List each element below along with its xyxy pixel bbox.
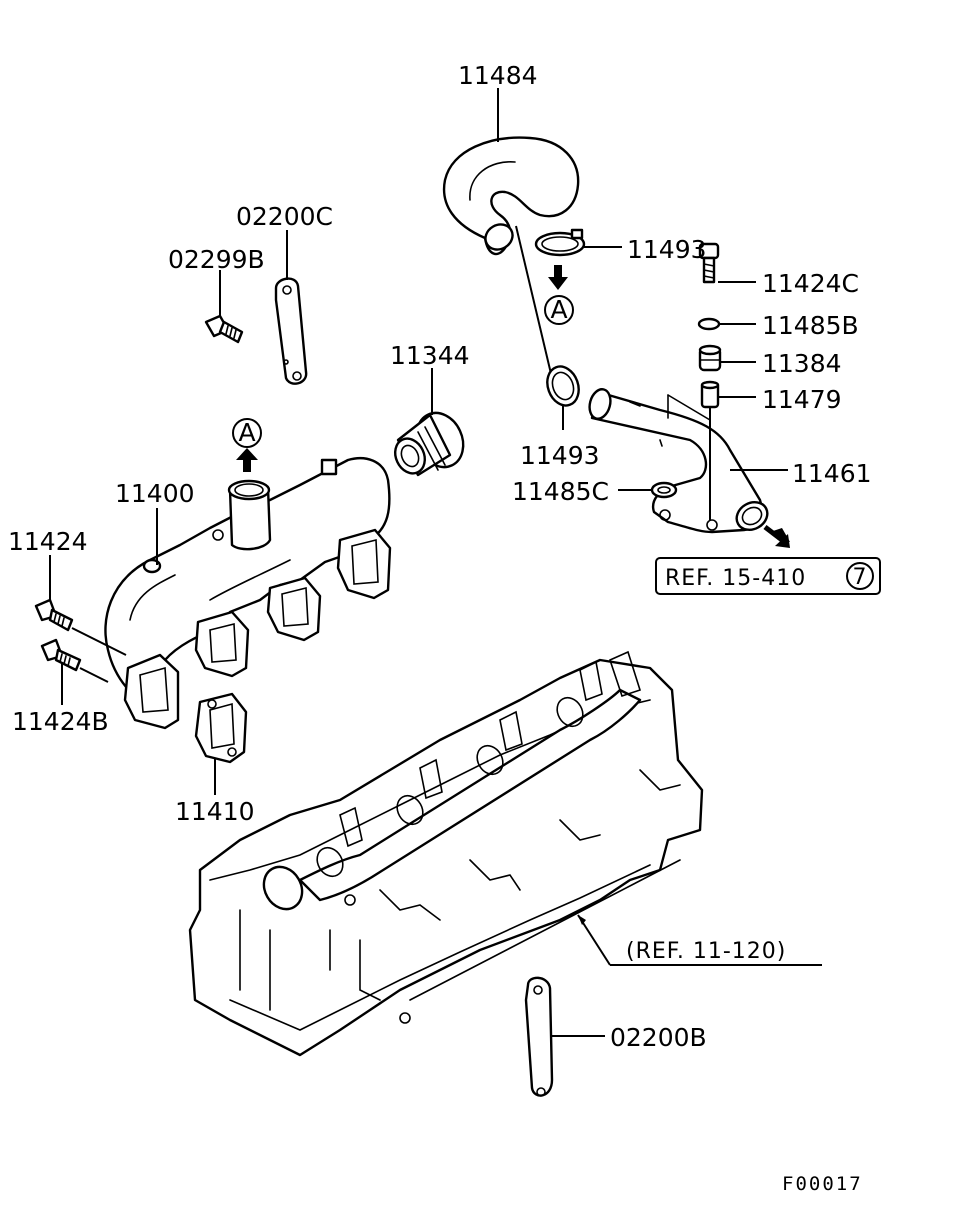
bolt-11424C: [698, 242, 720, 284]
figure-id: F00017: [782, 1173, 863, 1195]
label-11424B: 11424B: [12, 707, 109, 736]
hose-11484: [442, 136, 580, 256]
label-11485C: 11485C: [512, 477, 609, 506]
label-11424: 11424: [8, 527, 88, 556]
bracket-02200C: [274, 277, 308, 385]
label-11344: 11344: [390, 341, 470, 370]
label-02200C: 02200C: [236, 202, 333, 231]
label-02200B: 02200B: [610, 1023, 707, 1052]
label-02299B: 02299B: [168, 245, 265, 274]
arrow-a-down: A: [544, 265, 574, 325]
bolt-11424B: [40, 638, 82, 672]
ref-15-410-text: REF. 15-410: [665, 566, 806, 591]
label-11384: 11384: [762, 349, 842, 378]
label-11479: 11479: [762, 385, 842, 414]
label-11484: 11484: [458, 61, 538, 90]
clamp-11493-mid: [546, 365, 580, 407]
marker-a-bottom: A: [550, 295, 567, 324]
sleeve-11479: [700, 380, 720, 409]
label-11493-top: 11493: [627, 235, 707, 264]
clamp-11493-top: [534, 228, 586, 257]
bracket-02200B: [524, 976, 554, 1097]
plug-11384: [698, 344, 722, 372]
label-11424C: 11424C: [762, 269, 859, 298]
label-11493-mid: 11493: [520, 441, 600, 470]
bolt-11424: [34, 598, 74, 632]
ref-11-120-text: (REF. 11-120): [626, 939, 786, 964]
water-pipe-11461: [588, 388, 769, 534]
label-11461: 11461: [792, 459, 872, 488]
label-11485B: 11485B: [762, 311, 859, 340]
label-11400: 11400: [115, 479, 195, 508]
washer-11485B: [697, 317, 721, 331]
label-11410: 11410: [175, 797, 255, 826]
ref-15-410-circle-number: 7: [853, 565, 868, 590]
bolt-02299B: [204, 314, 244, 344]
exhaust-manifold-11400: [104, 457, 392, 730]
cylinder-head: [188, 650, 704, 1057]
arrow-a-up: A: [232, 418, 262, 472]
ref-15-410-box: REF. 15-410 7: [655, 557, 881, 595]
thermostat-housing-11344: [394, 411, 465, 477]
gasket-11485C: [650, 481, 678, 499]
gasket-11410: [194, 692, 248, 764]
marker-a-top: A: [238, 418, 255, 447]
